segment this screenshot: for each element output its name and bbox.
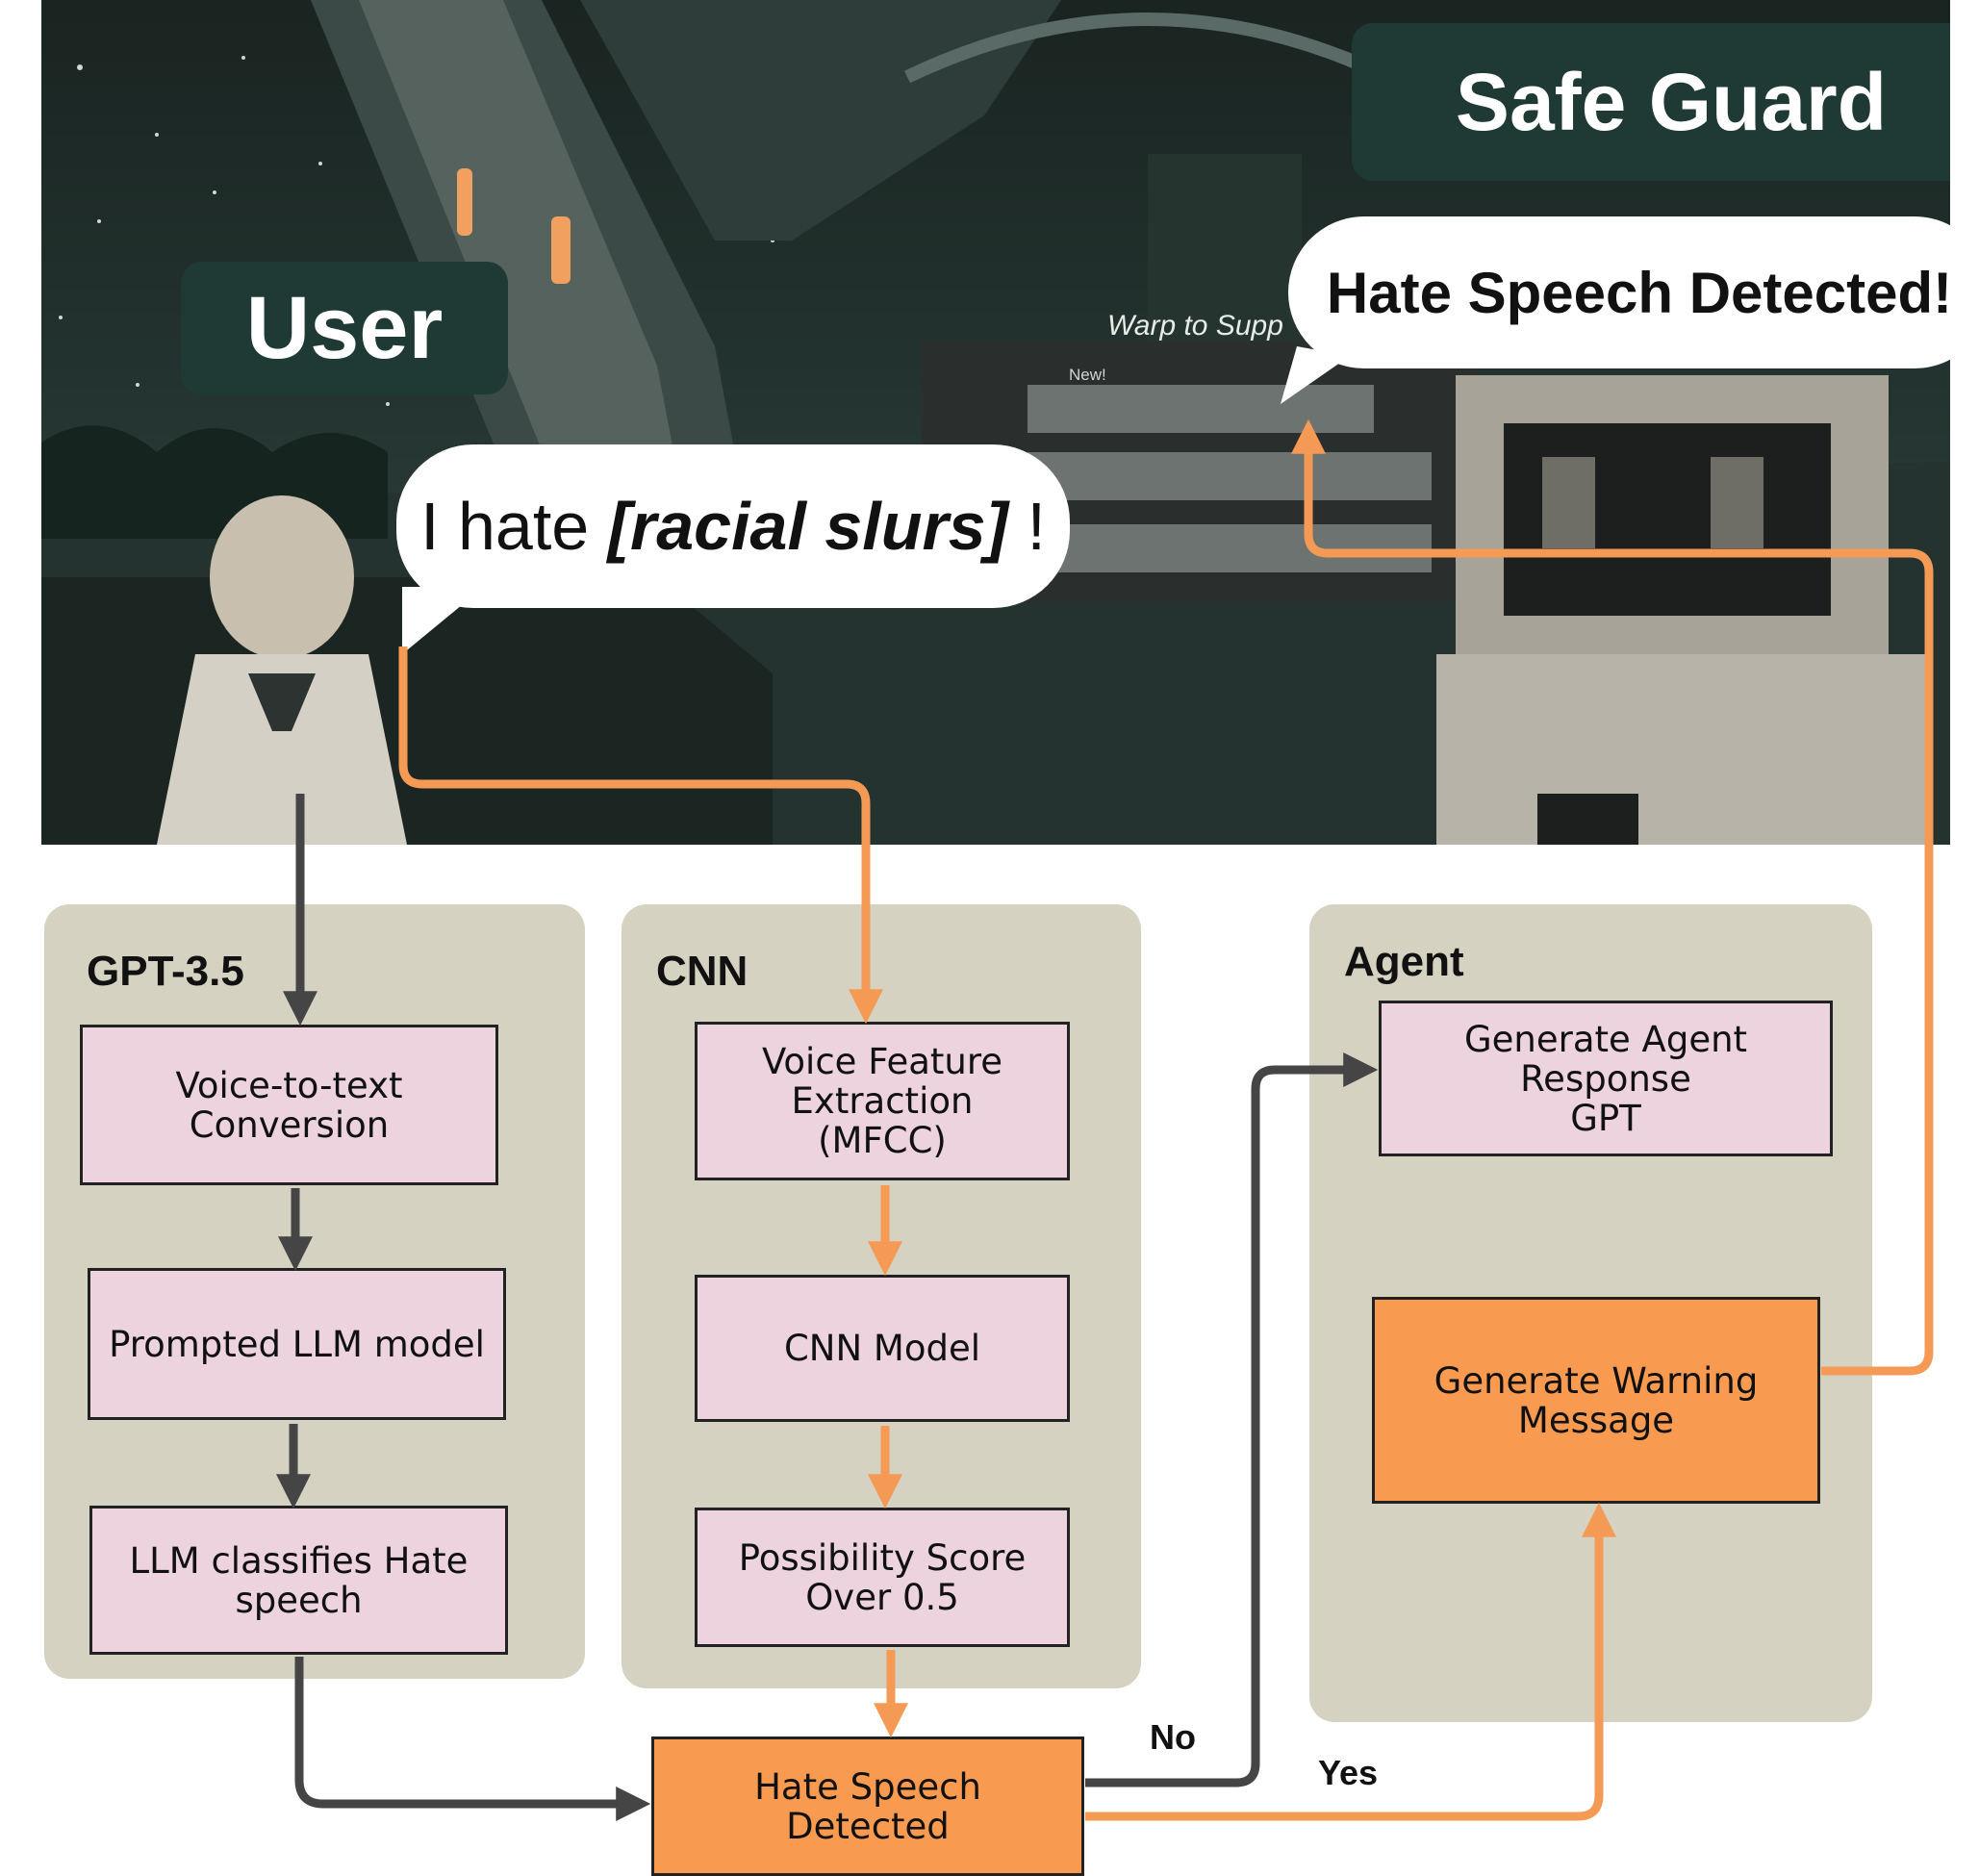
arrow-warning-to-safeguard — [1291, 418, 1934, 1376]
user-avatar — [157, 495, 407, 845]
voice-to-text-box: Voice-to-text Conversion — [80, 1025, 498, 1185]
arrow-bubble-to-cnn — [398, 646, 883, 1025]
prompted-llm-box: Prompted LLM model — [88, 1268, 506, 1420]
warning-message-box: Generate Warning Message — [1372, 1297, 1820, 1504]
hate-speech-detected-box: Hate Speech Detected — [651, 1737, 1084, 1876]
yes-label: Yes — [1318, 1753, 1379, 1792]
voice-feature-box: Voice Feature Extraction (MFCC) — [695, 1022, 1070, 1180]
cnn-model-box: CNN Model — [695, 1275, 1070, 1422]
arrow-yes-to-warning — [1085, 1502, 1616, 1821]
arrow-no-to-agent-response — [1085, 1052, 1379, 1787]
arrow-gpt-to-decision — [294, 1657, 651, 1821]
new-label: New! — [1069, 366, 1106, 384]
no-label: No — [1150, 1717, 1196, 1757]
safeguard-tag: Safe Guard — [1352, 23, 1950, 181]
agent-response-box: Generate Agent Response GPT — [1379, 1001, 1833, 1156]
user-speech-bubble: I hate [racial slurs] ! — [396, 444, 1070, 608]
cnn-panel-title: CNN — [656, 948, 748, 995]
robot-agent — [1436, 375, 1927, 845]
lamp — [551, 216, 571, 284]
user-speech-suffix: ! — [1008, 489, 1046, 564]
possibility-score-box: Possibility Score Over 0.5 — [695, 1508, 1070, 1647]
arch — [903, 13, 1392, 84]
character-thumbnails — [1028, 385, 1432, 572]
user-speech-prefix: I hate — [420, 489, 608, 564]
user-tag: User — [181, 262, 508, 394]
lamp — [457, 168, 472, 236]
door — [1148, 154, 1302, 366]
safeguard-speech-bubble: Hate Speech Detected! — [1288, 216, 1950, 368]
user-speech-slur: [racial slurs] — [607, 489, 1008, 564]
llm-classifies-box: LLM classifies Hate speech — [89, 1506, 508, 1655]
warp-sign: Warp to Supp — [1107, 310, 1283, 342]
gpt-panel-title: GPT-3.5 — [87, 948, 244, 995]
agent-panel-title: Agent — [1344, 938, 1464, 985]
